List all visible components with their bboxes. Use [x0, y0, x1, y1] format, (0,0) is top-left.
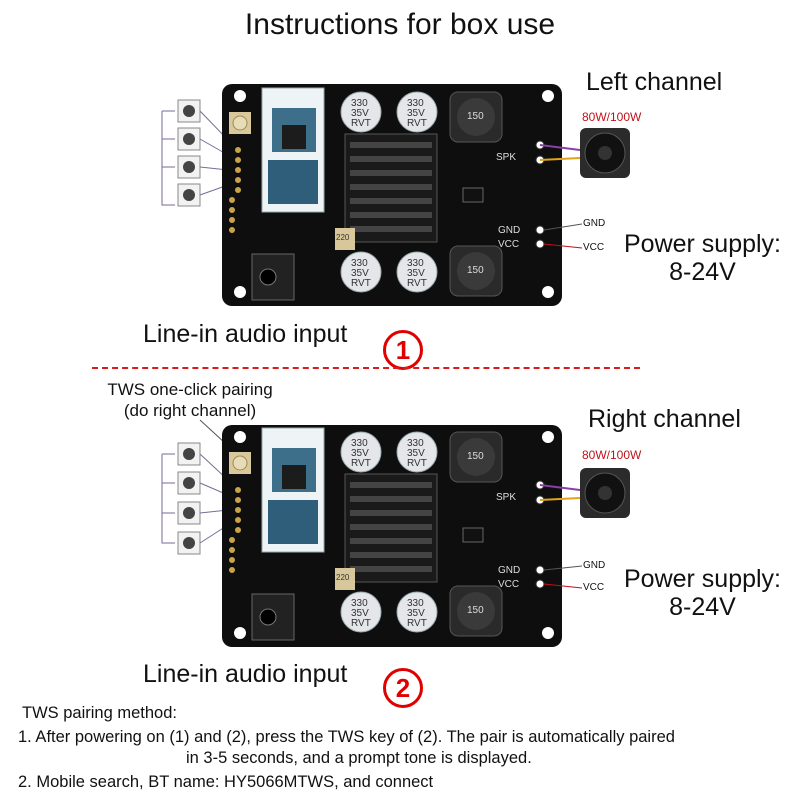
silk-cap-1c-v: 35V: [351, 268, 369, 279]
silk-cap-1a-b: RVT: [351, 118, 371, 129]
silk-inductor-2a: 150: [467, 451, 484, 462]
inductors-1: [449, 91, 503, 297]
instruction-step2: 2. Mobile search, BT name: HY5066MTWS, a…: [18, 773, 434, 791]
right-channel-label: Right channel: [588, 405, 741, 433]
section-divider: [92, 367, 640, 369]
silk-cap-2d: 330: [407, 598, 424, 609]
capacitors-2: [340, 431, 438, 633]
page-title: Instructions for box use: [244, 8, 556, 41]
button-wiring-2: [161, 453, 229, 544]
silk-inductor-2b: 150: [467, 605, 484, 616]
silk-vcc-2: VCC: [498, 579, 520, 590]
power-rating-2: 80W/100W: [582, 448, 642, 462]
line-in-label-2: Line-in audio input: [143, 660, 348, 688]
silk-cap-2b: 330: [407, 438, 424, 449]
marker-2: 2: [383, 668, 423, 708]
silk-cap-1a-v: 35V: [351, 108, 369, 119]
inductors-2: [449, 431, 503, 637]
silk-cap-1a: 330: [351, 98, 368, 109]
silk-cap-2b-b: RVT: [407, 458, 427, 469]
heatsink-2: [344, 473, 438, 583]
silk-vcc-1: VCC: [498, 239, 520, 250]
silk-cap-2b-v: 35V: [407, 448, 425, 459]
silk-cap-1d-b: RVT: [407, 278, 427, 289]
power-rating-1: 80W/100W: [582, 110, 642, 124]
capacitors-1: [340, 91, 438, 293]
silk-cap-1b-v: 35V: [407, 108, 425, 119]
instruction-step1-line1: 1. After powering on (1) and (2), press …: [18, 728, 675, 746]
silk-small-cap-2: 220: [336, 573, 350, 582]
silk-cap-2a: 330: [351, 438, 368, 449]
gnd-label-1: GND: [583, 218, 606, 229]
power-range-2: 8-24V: [669, 593, 736, 621]
line-in-label-1: Line-in audio input: [143, 320, 348, 348]
speaker-2: [580, 468, 630, 518]
silk-cap-1d-v: 35V: [407, 268, 425, 279]
silk-cap-2d-b: RVT: [407, 618, 427, 629]
silk-gnd-1: GND: [498, 225, 521, 236]
silk-cap-2c: 330: [351, 598, 368, 609]
silk-cap-2c-b: RVT: [351, 618, 371, 629]
left-channel-label: Left channel: [586, 68, 723, 96]
silk-gnd-2: GND: [498, 565, 521, 576]
gnd-label-2: GND: [583, 560, 606, 571]
push-buttons-2: [177, 442, 201, 555]
power-range-1: 8-24V: [669, 258, 736, 286]
silk-small-cap-1: 220: [336, 233, 350, 242]
heatsink-1: [344, 133, 438, 243]
silk-cap-2a-v: 35V: [351, 448, 369, 459]
silk-cap-2d-v: 35V: [407, 608, 425, 619]
tws-note-line1: TWS one-click pairing: [107, 380, 273, 399]
instructions-heading: TWS pairing method:: [22, 704, 177, 722]
tws-note-line2: (do right channel): [123, 401, 257, 420]
silk-inductor-1b: 150: [467, 265, 484, 276]
silk-cap-2c-v: 35V: [351, 608, 369, 619]
silk-spk-1: SPK: [496, 152, 517, 163]
silk-cap-1d: 330: [407, 258, 424, 269]
power-supply-label-2: Power supply:: [623, 565, 782, 593]
silk-cap-1b: 330: [407, 98, 424, 109]
silk-cap-1c-b: RVT: [351, 278, 371, 289]
silk-inductor-1a: 150: [467, 111, 484, 122]
vcc-label-2: VCC: [583, 582, 605, 593]
silk-cap-2a-b: RVT: [351, 458, 371, 469]
silk-cap-1b-b: RVT: [407, 118, 427, 129]
vcc-label-1: VCC: [583, 242, 605, 253]
power-supply-label-1: Power supply:: [623, 230, 782, 258]
silk-spk-2: SPK: [496, 492, 517, 503]
push-buttons-1: [177, 99, 201, 207]
silk-cap-1c: 330: [351, 258, 368, 269]
instruction-step1-line2: in 3-5 seconds, and a prompt tone is dis…: [186, 749, 532, 767]
speaker-1: [580, 128, 630, 178]
